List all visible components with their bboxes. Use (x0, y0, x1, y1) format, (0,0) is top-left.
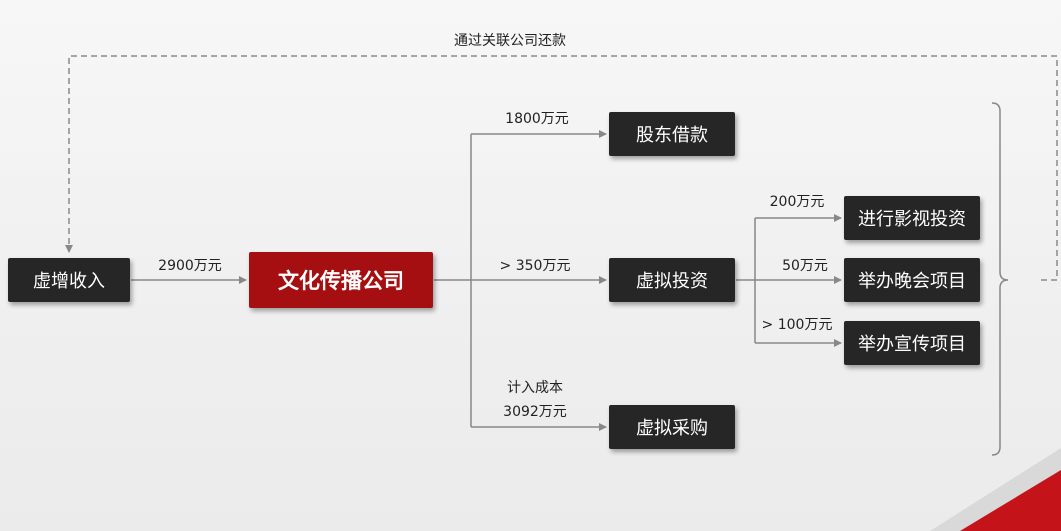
node-gala-project: 举办晚会项目 (844, 258, 980, 302)
feedback-dashed-line (65, 55, 1058, 281)
right-bracket (991, 102, 1009, 456)
promo-amount-label: > 100万元 (761, 317, 833, 333)
node-fake-investment: 虚拟投资 (609, 258, 735, 302)
film-amount-label: 200万元 (769, 194, 825, 210)
gala-amount-label: 50万元 (782, 258, 828, 274)
node-company: 文化传播公司 (249, 252, 433, 308)
investment-amount-label: > 350万元 (499, 258, 571, 274)
feedback-label: 通过关联公司还款 (454, 33, 566, 49)
purchase-note-label: 计入成本 (507, 380, 563, 396)
node-film-investment: 进行影视投资 (844, 196, 980, 240)
income-amount-label: 2900万元 (158, 258, 222, 274)
node-promo-project: 举办宣传项目 (844, 321, 980, 365)
node-shareholder-loan: 股东借款 (609, 112, 735, 156)
purchase-amount-label: 3092万元 (503, 404, 567, 420)
node-fake-income: 虚增收入 (8, 258, 130, 302)
loan-amount-label: 1800万元 (505, 111, 569, 127)
node-fake-purchase: 虚拟采购 (609, 405, 735, 449)
